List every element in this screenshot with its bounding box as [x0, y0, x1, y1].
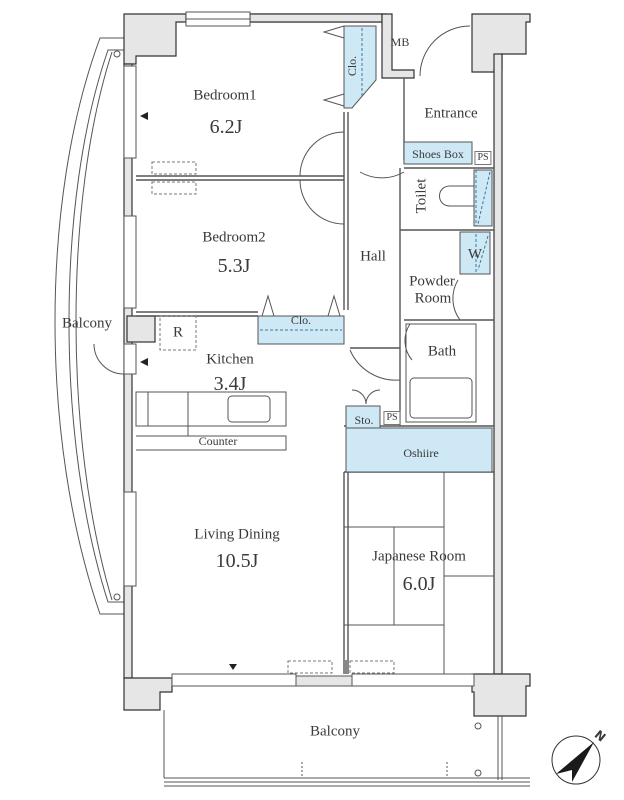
- compass: N: [550, 727, 608, 786]
- interior-walls: [136, 78, 494, 674]
- shoes-box-label: Shoes Box: [412, 147, 464, 161]
- refrigerator-label: R: [172, 324, 184, 341]
- pipe-space-1-label: PS: [474, 151, 492, 165]
- storage-areas: [257, 25, 493, 473]
- meter-box-label: MB: [390, 35, 410, 49]
- oshiire: [345, 427, 493, 473]
- bath-label: Bath: [427, 343, 457, 360]
- side-balcony-rail: [54, 37, 124, 615]
- kitchen-area: 3.4J: [213, 373, 247, 395]
- living-dining-area: 10.5J: [215, 550, 259, 572]
- doors: [93, 25, 471, 405]
- windows: [123, 11, 475, 687]
- closet-bedroom1-label: Clo.: [345, 55, 359, 77]
- japanese-room-label: Japanese Room: [372, 548, 466, 565]
- kitchen-label: Kitchen: [206, 351, 254, 368]
- entrance-label: Entrance: [424, 105, 478, 122]
- powder-room-label-line2: Room: [414, 290, 452, 307]
- toilet-label: Toilet: [413, 178, 430, 214]
- bedroom1-label: Bedroom1: [193, 87, 257, 104]
- powder-room-label-line1: Powder: [409, 273, 455, 290]
- counter-label: Counter: [198, 434, 238, 448]
- living-dining-label: Living Dining: [194, 526, 280, 543]
- closet-bedroom2-label: Clo.: [290, 313, 312, 327]
- pipe-space-2-label: PS: [383, 411, 401, 425]
- washer-space: [459, 231, 491, 275]
- bedroom1-area: 6.2J: [209, 116, 243, 138]
- hall-label: Hall: [360, 248, 386, 265]
- japanese-room-area: 6.0J: [402, 573, 436, 595]
- bottom-balcony-label: Balcony: [310, 723, 360, 740]
- bedroom2-label: Bedroom2: [202, 229, 266, 246]
- oshiire-label: Oshiire: [403, 446, 439, 460]
- side-balcony-label: Balcony: [62, 315, 112, 332]
- shoes-box: [403, 141, 473, 165]
- washer-label: W: [467, 246, 483, 263]
- bedroom2-area: 5.3J: [217, 255, 251, 277]
- toilet-tank-area: [473, 169, 493, 227]
- storage-label: Sto.: [354, 413, 374, 427]
- north-arrow-icon: [551, 735, 601, 785]
